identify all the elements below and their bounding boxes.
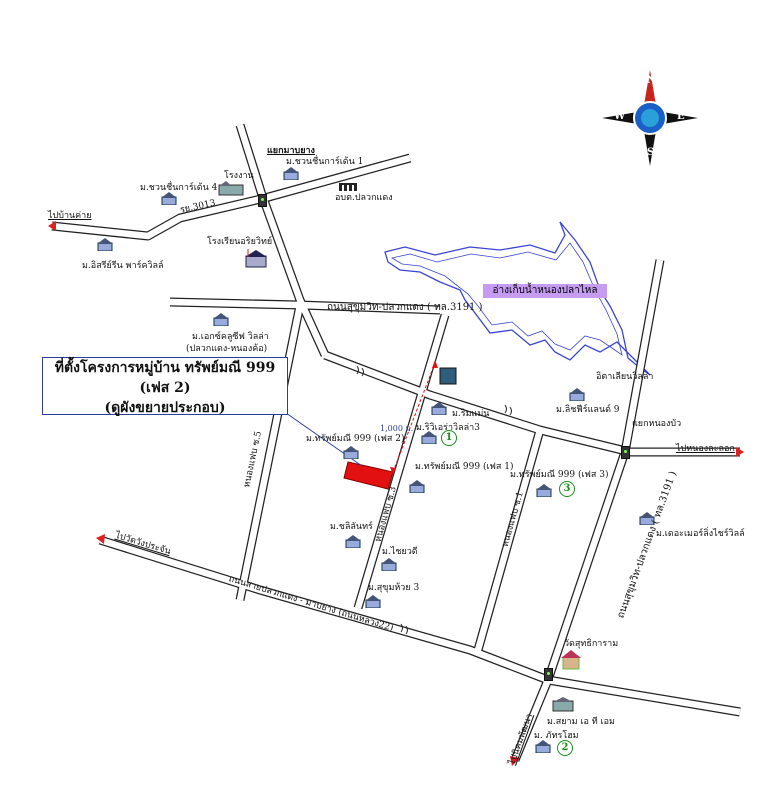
compass-south: S <box>647 147 655 158</box>
label-factory: โรงงาน <box>224 171 254 181</box>
traffic-light-icon <box>621 446 630 459</box>
project-callout: ที่ตั้งโครงการหมู่บ้าน ทรัพย์มณี 999 (เฟ… <box>42 357 288 416</box>
marker-3: 3 <box>559 481 575 497</box>
traffic-light-icon <box>258 194 267 207</box>
house-icon <box>569 388 585 401</box>
distance-label: 1,000 ม. <box>380 424 414 433</box>
temple-icon <box>561 650 581 670</box>
label-yaek-mabyang: แยกมาบยาง <box>267 146 315 156</box>
label-sapmanee-2: ม.ทรัพย์มณี 999 (เฟส 2) <box>306 434 405 444</box>
house-icon <box>409 480 425 493</box>
label-chan-charoen-1: ม.ชวนชื่นการ์เด้น 1 <box>286 157 364 167</box>
house-icon <box>343 446 359 459</box>
label-sapmanee-1: ม.ทรัพย์มณี 999 (เฟส 1) <box>415 462 514 472</box>
label-the-merit: ม.เดอะเมอร์ลิ่งไชร์วิลล์ <box>656 529 745 539</box>
reservoir-label: อ่างเก็บน้ำหนองปลาไหล <box>483 284 607 298</box>
house-icon <box>535 740 551 753</box>
arrow-nikom <box>510 756 520 766</box>
project-plot <box>343 461 394 490</box>
house-icon <box>639 512 655 525</box>
compass-east: E <box>677 111 685 122</box>
label-school: โรงเรียนอริยวิทย์ <box>207 237 273 247</box>
callout-line2: (ดูผังขยายประกอบ) <box>104 400 226 416</box>
factory-icon <box>218 181 244 196</box>
house-icon <box>381 558 397 571</box>
house-icon <box>161 192 177 205</box>
label-phattarahome: ม. ภัทรโฮม <box>534 731 579 741</box>
label-district-office: อบต.ปลวกแดง <box>335 193 393 203</box>
label-sapmanee-3: ม.ทรัพย์มณี 999 (เฟส 3) <box>510 470 609 480</box>
house-icon <box>345 535 361 548</box>
compass-west: W <box>614 111 626 122</box>
compass-north: N <box>647 75 657 86</box>
label-chalilan: ม.ชลิลันทร์ <box>330 522 373 532</box>
distance-line <box>392 362 436 473</box>
marker-2: 2 <box>557 740 573 756</box>
label-riviera: ม.ริวิเอร่าวิลล่า3 <box>416 423 480 433</box>
marker-1: 1 <box>441 430 457 446</box>
house-icon <box>97 238 113 251</box>
label-sukhumhuai: ม.สุขุมห้วย 3 <box>368 583 420 593</box>
arrow-wang-prachan <box>96 534 105 544</box>
house-icon <box>421 431 437 444</box>
label-life-land: ม.ลิชฟีร์แลนด์ 9 <box>556 405 620 415</box>
compass-rose-icon <box>602 70 698 166</box>
school-icon <box>245 249 267 268</box>
direction-ban-khai: ไปบ้านค่าย <box>48 211 92 221</box>
label-yaek-nongbua: แยกหนองบัว <box>632 419 682 429</box>
arrow-ban-khai <box>48 221 56 231</box>
house-icon <box>213 313 229 326</box>
label-exclusive-villa-sub: (ปลวกแดง-หนองค้อ) <box>186 344 268 354</box>
road-label-sukhumvit: ถนนสุขุมวิท-ปลวกแดง ( ทล.3191 ) <box>327 302 483 313</box>
house-icon <box>431 402 447 415</box>
callout-line1: ที่ตั้งโครงการหมู่บ้าน ทรัพย์มณี 999 (เฟ… <box>54 360 276 396</box>
label-chaiwadee: ม.ไชยวดี <box>382 547 418 557</box>
house-icon <box>365 595 381 608</box>
label-wat: วัดสุทธิการาม <box>564 639 619 649</box>
label-chan-charoen-4: ม.ชวนชื่นการ์เด้น 4 <box>140 183 218 193</box>
label-italian-villa: อิตาเลียนวิลล่า <box>596 372 654 382</box>
house-icon <box>536 484 552 497</box>
label-isaree-park: ม.อิสรีย์รีน พาร์ควิลล์ <box>82 261 164 271</box>
direction-nong-la-lok: ไปหนองละลอก <box>676 444 735 454</box>
house-icon <box>283 167 299 180</box>
label-siam-atm: ม.สยาม เอ ที เอม <box>547 717 615 727</box>
building-icon <box>439 367 457 385</box>
traffic-light-icon <box>544 668 553 681</box>
label-exclusive-villa: ม.เอกซ์คลูซีฟ วิลล่า <box>192 332 269 342</box>
reservoir-outline <box>384 221 651 376</box>
warehouse-icon <box>552 697 574 712</box>
label-rimmaen: ม.ริมแม่น <box>452 409 490 419</box>
arrow-nong-la-lok <box>736 447 744 457</box>
district-office-icon <box>339 183 357 191</box>
